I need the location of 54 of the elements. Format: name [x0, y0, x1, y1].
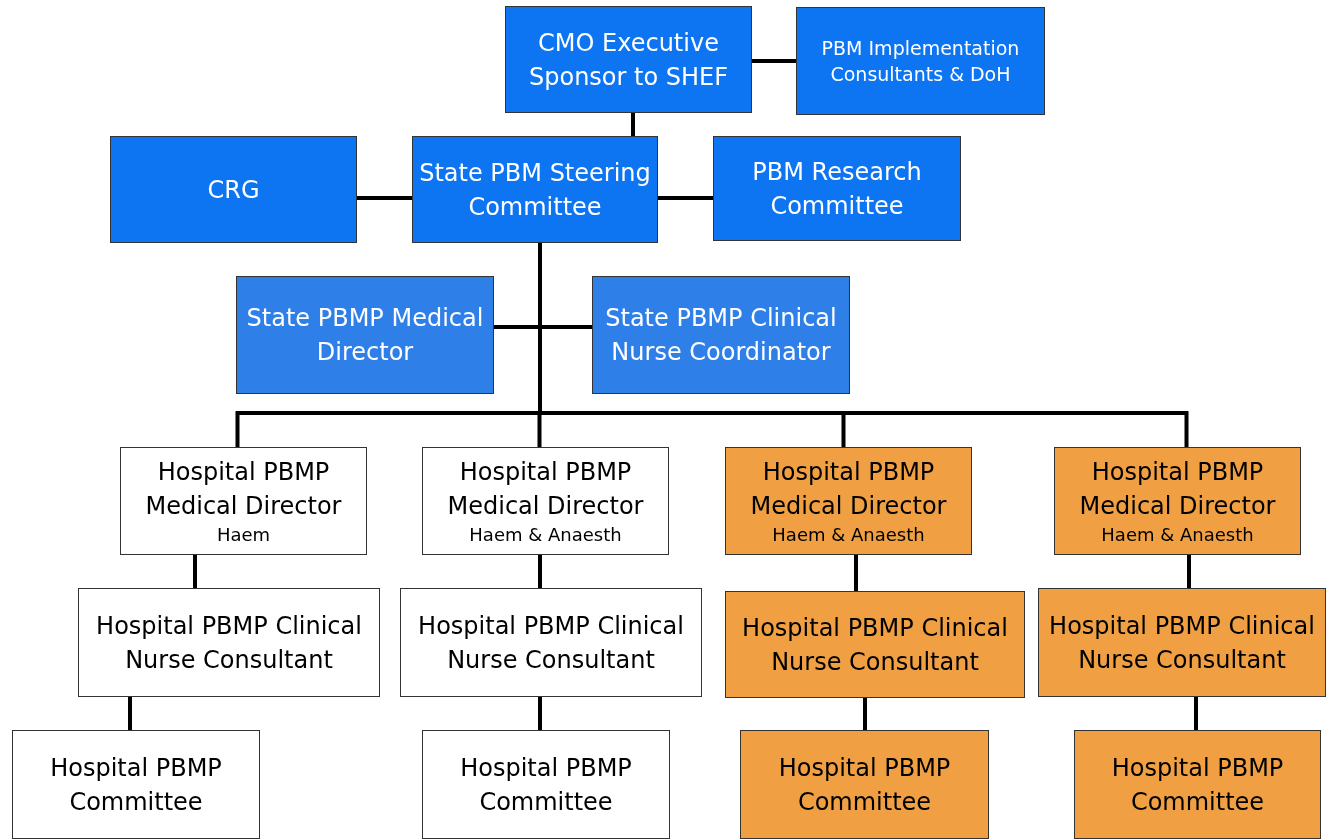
role-box — [422, 730, 670, 839]
connector-line — [1194, 697, 1198, 730]
role-box — [505, 6, 752, 113]
connector-line — [538, 555, 542, 588]
role-title: Hospital PBMP Clinical Nurse Consultant — [417, 610, 685, 676]
role-box — [400, 588, 702, 697]
connector-line — [631, 113, 635, 136]
role-title: State PBM Steering Committee — [418, 157, 652, 223]
role-box — [725, 591, 1025, 698]
role-box — [796, 7, 1045, 115]
role-box — [12, 730, 260, 839]
role-title: Hospital PBMP Medical Director — [1078, 457, 1277, 522]
role-title: Hospital PBMP Clinical Nurse Consultant — [95, 610, 363, 676]
role-title: Hospital PBMP Committee — [49, 752, 223, 818]
role-box — [110, 136, 357, 243]
connector-line — [1187, 555, 1191, 588]
role-title: State PBMP Clinical Nurse Coordinator — [604, 303, 838, 368]
role-title: Hospital PBMP Clinical Nurse Consultant — [1048, 610, 1316, 676]
role-title: PBM Implementation Consultants & DoH — [820, 36, 1021, 87]
role-box — [592, 276, 850, 394]
connector-line — [752, 59, 796, 63]
role-box — [1038, 588, 1326, 697]
role-box — [78, 588, 380, 697]
role-box — [725, 447, 972, 555]
specialty-label: Haem & Anaesth — [772, 523, 925, 547]
role-title: Hospital PBMP Committee — [459, 752, 633, 818]
role-box — [1054, 447, 1301, 555]
role-title: CRG — [207, 174, 260, 206]
connector-line — [538, 697, 542, 730]
role-title: Hospital PBMP Committee — [777, 752, 952, 818]
connector-line — [128, 697, 132, 730]
connector-line — [854, 555, 858, 591]
specialty-label: Haem & Anaesth — [1101, 523, 1254, 547]
role-title: Hospital PBMP Committee — [1110, 752, 1285, 818]
role-box — [713, 136, 961, 241]
role-title: Hospital PBMP Medical Director — [144, 457, 343, 522]
role-box — [1074, 730, 1321, 839]
connector-line — [658, 196, 713, 200]
role-title: Hospital PBMP Medical Director — [446, 457, 645, 522]
specialty-label: Haem — [216, 523, 271, 547]
role-title: PBM Research Committee — [751, 156, 923, 222]
connector-line — [357, 196, 412, 200]
connector-line — [863, 698, 867, 730]
role-box — [412, 136, 658, 243]
role-box — [740, 730, 989, 839]
role-box — [422, 447, 669, 555]
connector-line — [193, 555, 197, 588]
role-box — [120, 447, 367, 555]
role-title: Hospital PBMP Clinical Nurse Consultant — [741, 612, 1009, 678]
role-title: Hospital PBMP Medical Director — [749, 457, 948, 522]
role-title: CMO Executive Sponsor to SHEF — [528, 27, 729, 93]
specialty-label: Haem & Anaesth — [469, 523, 622, 547]
role-box — [236, 276, 494, 394]
role-title: State PBMP Medical Director — [245, 303, 485, 368]
